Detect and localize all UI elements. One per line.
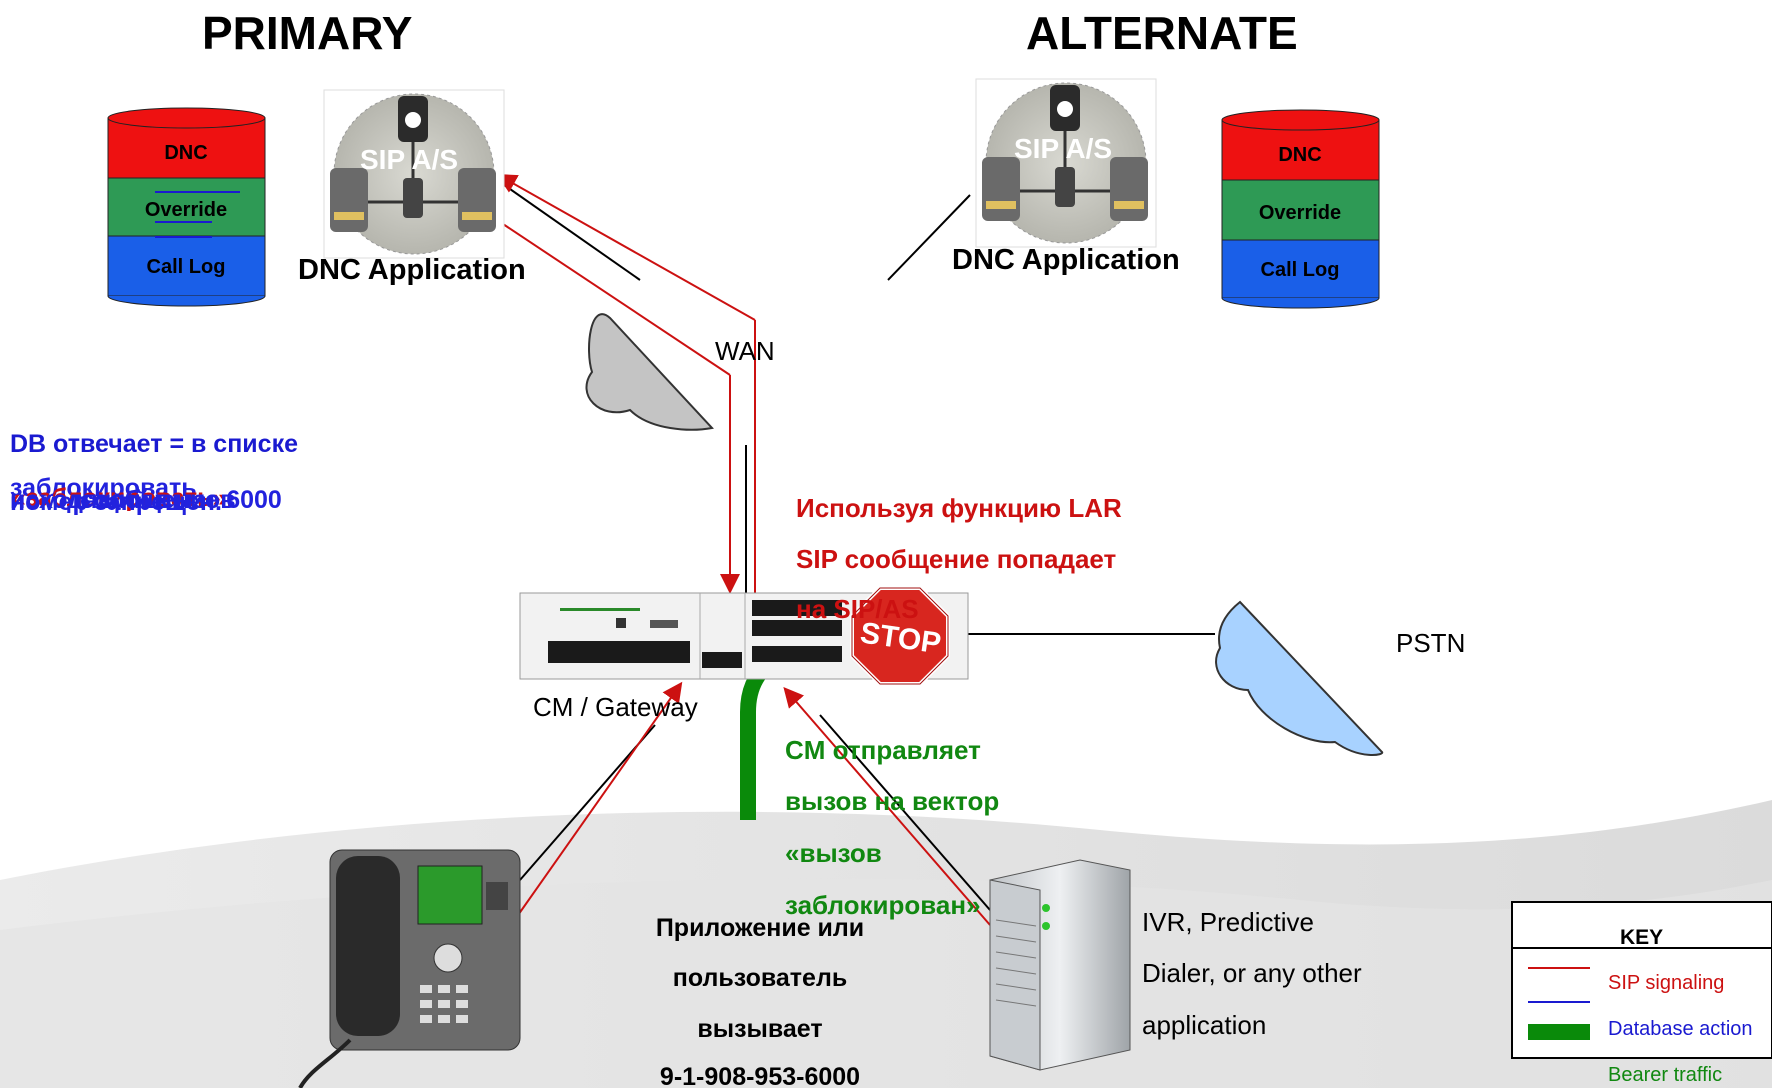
legend-box	[1511, 901, 1772, 1059]
caller-line3: вызывает	[697, 1015, 823, 1043]
ip-phone-icon	[298, 849, 521, 1088]
primary-app-label: DNC Application	[298, 254, 526, 286]
lar-line2: SIP сообщение попадает	[796, 544, 1117, 574]
alternate-server-label: SIP A/S	[1014, 133, 1113, 164]
legend-item-sip: SIP signaling	[1608, 972, 1725, 994]
wan-cloud	[585, 313, 714, 431]
pstn-cloud	[1215, 600, 1384, 756]
alternate-sip-server-icon	[975, 78, 1157, 248]
ivr-tower-server-icon	[989, 859, 1131, 1071]
sip-signaling-lines	[496, 174, 991, 926]
primary-db-calllog: Call Log	[146, 256, 226, 278]
alternate-db-override: Override	[1258, 202, 1342, 224]
cm-line1: CM отправляет	[785, 735, 981, 765]
primary-title: PRIMARY	[202, 7, 413, 59]
caller-line2: пользователь	[672, 964, 848, 992]
primary-sip-server-icon	[323, 89, 505, 259]
ivr-line3: application	[1142, 1010, 1267, 1040]
db-reply-overlap-5: сообщение 6000	[80, 486, 282, 514]
cm-line4: заблокирован»	[785, 890, 981, 920]
caller-line1: Приложение или	[655, 914, 865, 942]
alternate-db-calllog: Call Log	[1260, 259, 1340, 281]
lar-line3: на SIP/AS	[796, 594, 919, 624]
db-reply-overlap-2: «заблокировать».	[12, 484, 234, 512]
stop-sign-icon	[850, 586, 950, 686]
db-reply-overlap-1: заблокировать	[10, 474, 197, 502]
ivr-line1: IVR, Predictive	[1142, 907, 1314, 937]
lar-line1: Используя функцию LAR	[796, 493, 1122, 523]
alternate-database	[1221, 109, 1380, 309]
cm-line2: вызов на вектор	[785, 786, 1000, 816]
caller-line4: 9-1-908-953-6000	[659, 1063, 861, 1091]
gateway-label: CM / Gateway	[533, 692, 698, 722]
db-reply-overlap-4: номер запрещен.	[10, 488, 222, 516]
db-reply-line1: DB отвечает = в списке	[10, 430, 299, 458]
connection-lines	[489, 174, 1215, 911]
alternate-db-dnc: DNC	[1278, 144, 1322, 166]
alternate-app-label: DNC Application	[952, 244, 1180, 276]
cm-line3: «вызов	[785, 838, 882, 868]
alternate-title: ALTERNATE	[1026, 7, 1298, 59]
pstn-label: PSTN	[1396, 628, 1466, 658]
wan-label: WAN	[715, 336, 775, 366]
legend-item-bearer: Bearer traffic	[1608, 1064, 1723, 1086]
primary-db-dnc: DNC	[164, 142, 208, 164]
primary-db-override: Override	[144, 199, 228, 221]
legend-title: KEY	[1620, 926, 1664, 949]
background-swoosh	[0, 800, 1772, 1088]
primary-server-label: SIP A/S	[360, 144, 459, 175]
legend-item-database: Database action	[1608, 1018, 1753, 1040]
primary-database	[107, 107, 266, 307]
db-reply-overlap-3: исходящий вызов	[10, 486, 236, 514]
ivr-line2: Dialer, or any other	[1142, 958, 1362, 988]
